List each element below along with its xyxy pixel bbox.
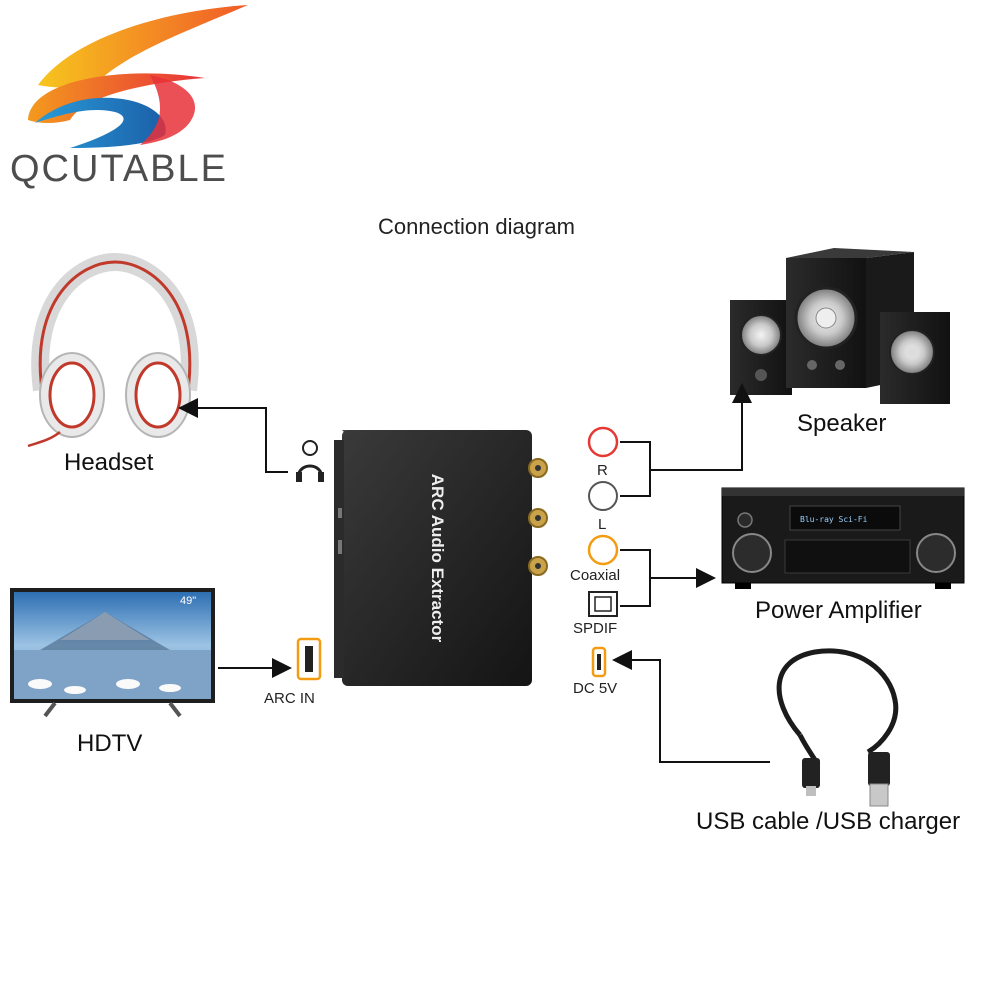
port-coaxial-label: Coaxial [570,567,621,584]
tv-screen-size: 49" [180,595,197,607]
port-r-label: R [597,462,608,479]
port-l-label: L [598,516,607,533]
rl-bracket-line [620,441,651,497]
port-spdif-label: SPDIF [573,620,618,637]
speaker-label: Speaker [797,410,887,437]
hdtv-label: HDTV [77,730,143,757]
amplifier-label: Power Amplifier [755,597,922,624]
brand-logo [28,5,248,148]
r-port-icon [587,426,619,458]
usb-connection-line [612,650,770,763]
port-dc-label: DC 5V [573,680,618,697]
digital-bracket-line [620,549,651,607]
spdif-port-icon [588,591,618,617]
headphone-jack-icon [296,440,324,482]
arc-extractor-device [334,430,548,686]
coaxial-port-icon [587,534,619,566]
headset-label: Headset [64,449,154,476]
speaker-illustration [730,248,950,404]
device-label: ARC Audio Extractor [428,473,447,643]
arc-in-port-icon [296,637,322,681]
dc-port-icon [591,646,607,678]
usb-cable-illustration [776,648,899,807]
speaker-connection-line [650,383,752,471]
l-port-icon [588,481,618,511]
usb-label: USB cable /USB charger [696,808,961,835]
brand-name: QCUTABLE [10,148,229,190]
diagram-title: Connection diagram [378,214,575,239]
headset-connection-line [178,398,288,473]
amplifier-illustration: Blu-ray Sci-Fi [721,487,965,589]
port-arc-in-label: ARC IN [264,690,315,707]
headset-illustration [27,252,199,448]
receiver-display-text: Blu-ray Sci-Fi [800,515,868,524]
connection-lines [178,383,770,763]
hdtv-illustration [10,588,215,718]
